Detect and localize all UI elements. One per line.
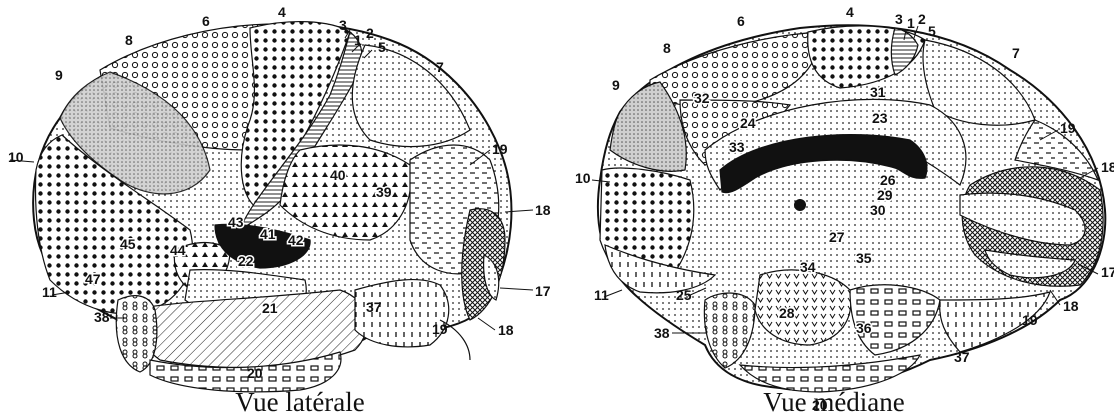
lateral-label-5: 5 bbox=[378, 39, 386, 55]
medial-label-18b: 18 bbox=[1063, 298, 1079, 314]
lateral-label-40: 40 bbox=[330, 167, 346, 183]
lateral-label-47: 47 bbox=[85, 271, 101, 287]
lateral-view: 1 2 3 4 5 6 7 8 9 10 11 17 18 18 19 19 2… bbox=[8, 4, 551, 417]
medial-label-19a: 19 bbox=[1060, 120, 1076, 136]
medial-label-37: 37 bbox=[954, 349, 970, 365]
lateral-label-22: 22 bbox=[238, 253, 254, 269]
lateral-label-4: 4 bbox=[278, 4, 286, 20]
medial-label-6: 6 bbox=[737, 13, 745, 29]
lateral-label-20: 20 bbox=[247, 365, 263, 381]
medial-label-27: 27 bbox=[829, 229, 845, 245]
lateral-label-37: 37 bbox=[366, 299, 382, 315]
medial-label-36: 36 bbox=[856, 320, 872, 336]
lateral-label-7: 7 bbox=[436, 59, 444, 75]
medial-label-31: 31 bbox=[870, 84, 886, 100]
lateral-label-19a: 19 bbox=[492, 141, 508, 157]
medial-label-17: 17 bbox=[1101, 264, 1114, 280]
medial-label-4: 4 bbox=[846, 4, 854, 20]
lateral-label-3: 3 bbox=[339, 17, 347, 33]
medial-label-29: 29 bbox=[877, 187, 893, 203]
lateral-label-19b: 19 bbox=[432, 321, 448, 337]
medial-label-26: 26 bbox=[880, 172, 896, 188]
lateral-label-44: 44 bbox=[170, 242, 186, 258]
medial-label-35: 35 bbox=[856, 250, 872, 266]
lateral-label-17: 17 bbox=[535, 283, 551, 299]
lateral-caption: Vue latérale bbox=[235, 387, 365, 417]
lateral-label-10: 10 bbox=[8, 149, 24, 165]
medial-label-11: 11 bbox=[594, 287, 609, 303]
medial-label-10: 10 bbox=[575, 170, 591, 186]
lateral-label-18b: 18 bbox=[498, 322, 514, 338]
medial-label-32: 32 bbox=[694, 90, 710, 106]
lateral-label-45: 45 bbox=[120, 236, 136, 252]
medial-label-8: 8 bbox=[663, 40, 671, 56]
medial-label-30: 30 bbox=[870, 202, 886, 218]
lateral-label-42: 42 bbox=[288, 232, 304, 248]
lateral-label-8: 8 bbox=[125, 32, 133, 48]
medial-caption: Vue médiane bbox=[763, 387, 905, 417]
medial-thalamus-dot bbox=[794, 199, 806, 211]
medial-label-23: 23 bbox=[872, 110, 888, 126]
medial-label-34: 34 bbox=[800, 259, 816, 275]
medial-label-5: 5 bbox=[928, 23, 936, 39]
lateral-label-43: 43 bbox=[228, 214, 244, 230]
medial-view: 1 2 3 4 5 6 7 8 9 10 11 17 18 18 19 19 2… bbox=[575, 4, 1114, 417]
lateral-label-2: 2 bbox=[366, 25, 374, 41]
medial-label-33: 33 bbox=[729, 139, 745, 155]
medial-label-19b: 19 bbox=[1022, 312, 1038, 328]
medial-label-7: 7 bbox=[1012, 45, 1020, 61]
lateral-label-11: 11 bbox=[42, 284, 57, 300]
medial-label-18a: 18 bbox=[1101, 159, 1114, 175]
medial-label-38: 38 bbox=[654, 325, 670, 341]
medial-label-24: 24 bbox=[740, 115, 756, 131]
medial-label-9: 9 bbox=[612, 77, 620, 93]
medial-label-1: 1 bbox=[907, 15, 915, 31]
lateral-label-18a: 18 bbox=[535, 202, 551, 218]
lateral-label-9: 9 bbox=[55, 67, 63, 83]
lateral-label-41: 41 bbox=[260, 226, 276, 242]
lateral-label-38: 38 bbox=[94, 309, 110, 325]
lateral-label-21: 21 bbox=[262, 300, 278, 316]
lateral-label-6: 6 bbox=[202, 13, 210, 29]
medial-label-2: 2 bbox=[918, 11, 926, 27]
medial-label-28: 28 bbox=[779, 305, 795, 321]
lateral-label-39: 39 bbox=[376, 184, 392, 200]
medial-label-3: 3 bbox=[895, 11, 903, 27]
